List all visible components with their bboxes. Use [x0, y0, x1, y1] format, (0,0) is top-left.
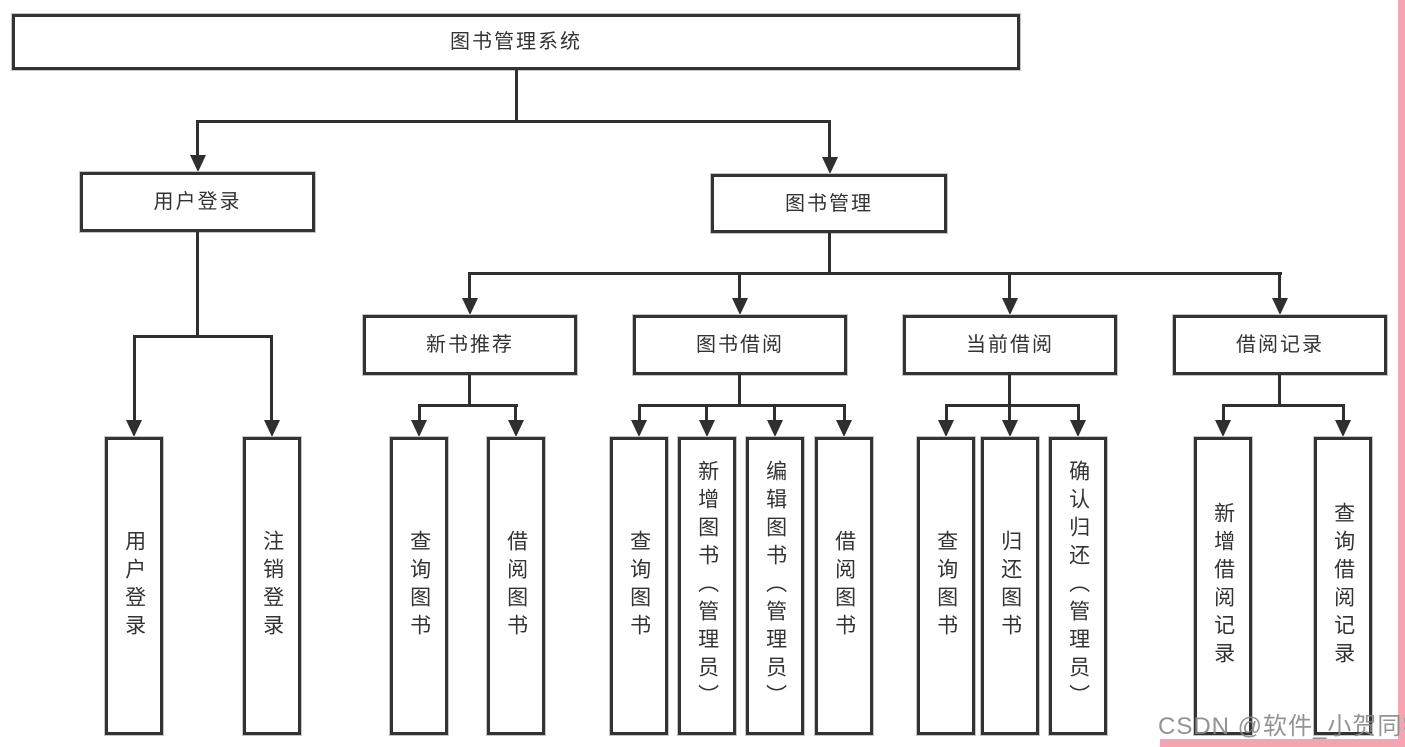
connector-vline	[468, 375, 471, 406]
connector-hline	[196, 120, 831, 123]
connector-vline	[1278, 375, 1281, 406]
arrow-down-icon	[699, 420, 715, 437]
watermark-pink-strip-bottom	[1160, 739, 1405, 747]
arrow-down-icon	[411, 420, 427, 437]
connector-vline	[828, 120, 831, 158]
arrow-down-icon	[462, 298, 478, 315]
leaf-logout: 注销登录	[243, 437, 301, 735]
connector-vline	[738, 375, 741, 406]
connector-vline	[1008, 375, 1011, 406]
watermark-pink-strip-right	[1398, 0, 1405, 747]
connector-hline	[638, 404, 846, 407]
arrow-down-icon	[1002, 420, 1018, 437]
connector-vline	[1008, 272, 1011, 299]
arrow-down-icon	[822, 157, 838, 174]
arrow-down-icon	[1335, 420, 1351, 437]
arrow-down-icon	[836, 420, 852, 437]
arrow-down-icon	[767, 420, 783, 437]
connector-vline	[1222, 404, 1225, 422]
node-current-borrow: 当前借阅	[903, 315, 1117, 375]
arrow-down-icon	[938, 420, 954, 437]
leaf-newbook-borrow-books: 借阅图书	[487, 437, 545, 735]
arrow-down-icon	[1272, 298, 1288, 315]
arrow-down-icon	[508, 420, 524, 437]
connector-vline	[196, 120, 199, 156]
node-book-borrow: 图书借阅	[633, 315, 847, 375]
connector-vline	[1008, 404, 1011, 422]
leaf-borrow-add-books-admin: 新增图书（管理员）	[678, 437, 736, 735]
arrow-down-icon	[1215, 420, 1231, 437]
connector-vline	[638, 404, 641, 422]
connector-vline	[1077, 404, 1080, 422]
leaf-current-confirm-return-admin: 确认归还（管理员）	[1049, 437, 1107, 735]
node-root: 图书管理系统	[12, 14, 1020, 70]
connector-vline	[1342, 404, 1345, 422]
arrow-down-icon	[264, 420, 280, 437]
leaf-newbook-query-books: 查询图书	[390, 437, 448, 735]
leaf-records-query-record: 查询借阅记录	[1314, 437, 1372, 735]
leaf-current-query-books: 查询图书	[917, 437, 975, 735]
connector-vline	[738, 272, 741, 299]
connector-hline	[418, 404, 518, 407]
arrow-down-icon	[732, 298, 748, 315]
watermark-text: CSDN @软件_小贺同学	[1158, 713, 1405, 740]
connector-vline	[705, 404, 708, 422]
connector-hline	[1222, 404, 1345, 407]
connector-vline	[270, 335, 273, 422]
connector-hline	[945, 404, 1080, 407]
leaf-borrow-edit-books-admin: 编辑图书（管理员）	[746, 437, 804, 735]
leaf-user-login: 用户登录	[105, 437, 163, 735]
leaf-records-add-record: 新增借阅记录	[1194, 437, 1252, 735]
connector-vline	[515, 70, 518, 120]
leaf-borrow-borrow-books: 借阅图书	[815, 437, 873, 735]
leaf-current-return-books: 归还图书	[981, 437, 1039, 735]
arrow-down-icon	[1002, 298, 1018, 315]
arrow-down-icon	[190, 155, 206, 172]
connector-vline	[468, 272, 471, 299]
connector-vline	[945, 404, 948, 422]
connector-vline	[773, 404, 776, 422]
connector-vline	[133, 335, 136, 422]
leaf-borrow-query-books: 查询图书	[610, 437, 668, 735]
connector-vline	[418, 404, 421, 422]
connector-vline	[828, 233, 831, 275]
node-book-management: 图书管理	[711, 174, 947, 233]
connector-vline	[196, 232, 199, 338]
arrow-down-icon	[1070, 420, 1086, 437]
connector-hline	[133, 335, 273, 338]
connector-hline	[468, 272, 1282, 275]
connector-vline	[1278, 272, 1281, 299]
connector-vline	[843, 404, 846, 422]
arrow-down-icon	[126, 420, 142, 437]
node-user-login: 用户登录	[80, 172, 315, 232]
arrow-down-icon	[631, 420, 647, 437]
connector-vline	[514, 404, 517, 422]
node-new-book-recommend: 新书推荐	[363, 315, 577, 375]
node-borrow-records: 借阅记录	[1173, 315, 1387, 375]
